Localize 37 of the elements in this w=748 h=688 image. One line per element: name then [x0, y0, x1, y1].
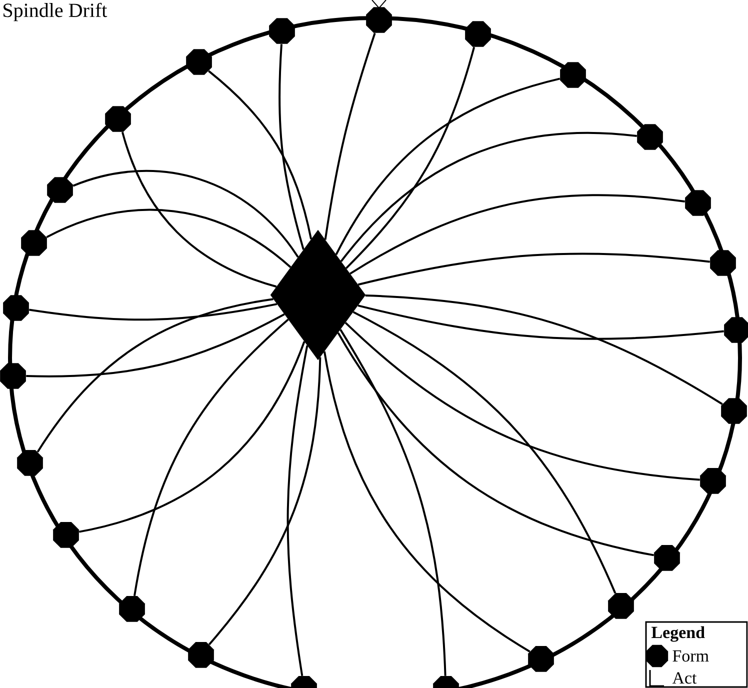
octagon-marker [3, 295, 29, 321]
spindle-fiber [29, 303, 278, 321]
title: Spindle Drift [4, 2, 108, 22]
spindle-fiber [323, 351, 530, 652]
spindle-fiber [335, 78, 560, 256]
spindle-fiber [337, 332, 654, 556]
spindle-fiber [358, 252, 710, 286]
legend-heading: Legend [652, 626, 705, 642]
spindle-fiber [345, 46, 476, 269]
spindle-fiber [340, 329, 446, 676]
spindle-shape [270, 230, 366, 360]
spindle-fiber [46, 208, 292, 268]
spindle-fiber [340, 132, 637, 262]
spindle-fiber [208, 70, 312, 240]
spindle-fiber [208, 357, 322, 646]
octagon-marker [721, 398, 747, 424]
legend-text: Act [672, 672, 697, 684]
octagon-marker [433, 676, 459, 688]
spindle-fiber [286, 345, 308, 676]
spindle-fiber [72, 170, 299, 258]
spindle-fiber [133, 318, 289, 596]
spindle-fiber [26, 313, 285, 378]
octagon-marker [366, 7, 392, 33]
spindle-fiber [121, 132, 277, 288]
spindle-fiber [358, 304, 724, 340]
spindle-fiber [78, 341, 306, 533]
spindle-fiber [352, 311, 616, 594]
spindle-fiber [36, 298, 274, 453]
spindle-fiber [278, 44, 304, 250]
octagon-marker [724, 317, 748, 343]
legend-text: Form [672, 650, 709, 662]
octagon-marker [291, 676, 317, 688]
spindle-fiber [324, 32, 376, 240]
octagon-marker [0, 363, 26, 389]
spindle-fiber [350, 194, 685, 275]
spindle-fiber [344, 322, 700, 481]
spindle-fiber [365, 294, 723, 405]
